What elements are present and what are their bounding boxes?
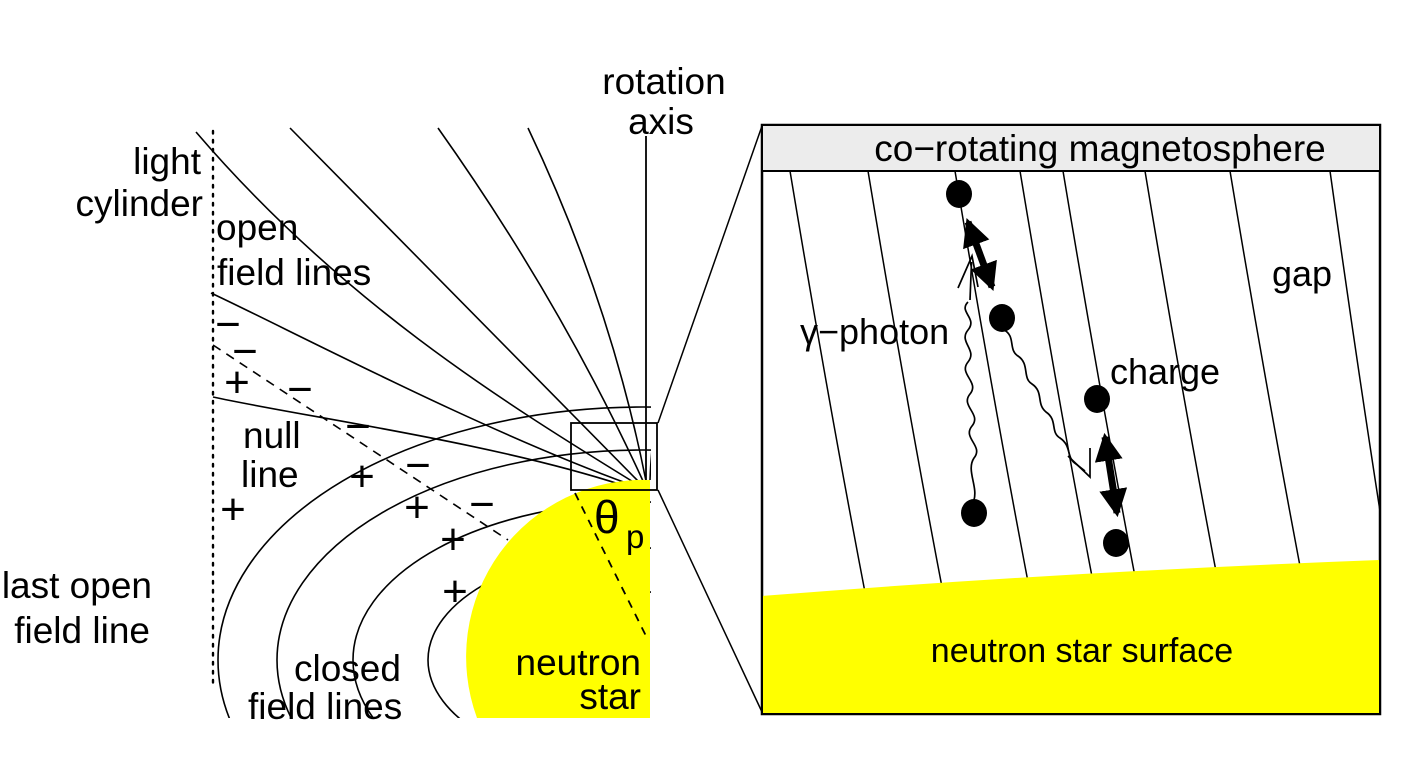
rotation-axis-label-line2: axis: [628, 101, 694, 142]
neutron-star-surface: [763, 560, 1379, 713]
charge-dot: [989, 304, 1015, 332]
polar-angle-symbol: θ: [594, 491, 620, 543]
gap-field-line: [1229, 170, 1309, 609]
open-field-line: [289, 127, 640, 483]
neutron-star-label-line1: neutron: [516, 642, 642, 683]
minus-sign: −: [345, 402, 371, 451]
plus-sign: +: [224, 358, 250, 407]
minus-sign: −: [232, 327, 258, 376]
open-field-line: [212, 396, 623, 486]
closed-field-line: [217, 406, 651, 718]
null-line-label-line1: null: [243, 415, 301, 456]
neutron-star-label-line2: star: [579, 676, 641, 717]
gamma-photon-wavy-line: [964, 301, 978, 501]
open-field-line: [527, 127, 647, 482]
plus-sign: +: [220, 485, 246, 534]
minus-sign: −: [469, 480, 495, 529]
gap-field-line: [867, 170, 947, 609]
open-field-line: [649, 452, 651, 481]
plus-sign: +: [442, 567, 468, 616]
null-line-label-line2: line: [241, 454, 299, 495]
open-field-lines-label-line1: open: [216, 207, 298, 248]
inset-connector-top: [657, 125, 763, 424]
gap-label: gap: [1272, 253, 1332, 294]
plus-sign: +: [349, 452, 375, 501]
plus-sign: +: [404, 483, 430, 532]
co-rotating-magnetosphere-label: co−rotating magnetosphere: [874, 128, 1326, 169]
plus-sign: +: [440, 515, 466, 564]
gap-field-line: [1019, 170, 1099, 609]
closed-field-line: [276, 449, 651, 718]
charge-dot: [1084, 385, 1110, 413]
gamma-photon-label: γ−photon: [800, 311, 949, 352]
open-field-line: [437, 127, 644, 482]
right-panel: co−rotating magnetosphere γ−photon charg…: [760, 123, 1382, 716]
photon-down-arrowhead-icon: [1067, 448, 1091, 479]
open-field-line: [195, 131, 636, 484]
polar-angle-subscript: p: [626, 518, 644, 555]
charges-group: [946, 180, 1129, 557]
acceleration-arrow: [1094, 432, 1128, 518]
zoom-box: [570, 422, 658, 491]
charge-dot: [1103, 529, 1129, 557]
neutron-star: [466, 479, 650, 718]
gap-field-line: [789, 170, 869, 609]
gap-field-line: [1329, 170, 1379, 510]
open-field-line: [210, 292, 630, 485]
closed-field-lines-label-line1: closed: [294, 648, 401, 689]
minus-sign: −: [287, 365, 313, 414]
neutron-star-surface-label: neutron star surface: [931, 632, 1233, 670]
light-cylinder-label-line1: light: [133, 141, 202, 182]
charge-dot: [946, 180, 972, 208]
gap-field-line: [1144, 170, 1224, 609]
last-open-field-line-label-line1: last open: [2, 565, 152, 606]
polar-angle-line: [574, 492, 649, 641]
minus-sign: −: [405, 441, 431, 490]
charge-dot: [961, 499, 987, 527]
left-field-line-region: [195, 127, 651, 718]
last-open-field-line-label-line2: field line: [14, 610, 150, 651]
light-cylinder-label-line2: cylinder: [76, 183, 204, 224]
acceleration-arrow: [963, 218, 997, 291]
inset-connector-bottom: [657, 489, 763, 713]
minus-sign: −: [215, 300, 241, 349]
left-panel: − − − − − − + + + + + + rotation axis li…: [2, 61, 763, 727]
null-line: [212, 344, 509, 541]
rotation-axis-label-line1: rotation: [602, 61, 725, 102]
open-field-lines-group: [195, 127, 651, 486]
gamma-photon-wavy-line: [1003, 329, 1086, 472]
charge-signs-group: − − − − − − + + + + + +: [215, 300, 495, 616]
charge-label: charge: [1110, 351, 1220, 392]
closed-field-lines-label-line2: field lines: [248, 686, 402, 727]
open-field-lines-label-line2: field lines: [217, 252, 371, 293]
co-rotating-magnetosphere-band: [761, 124, 1381, 172]
